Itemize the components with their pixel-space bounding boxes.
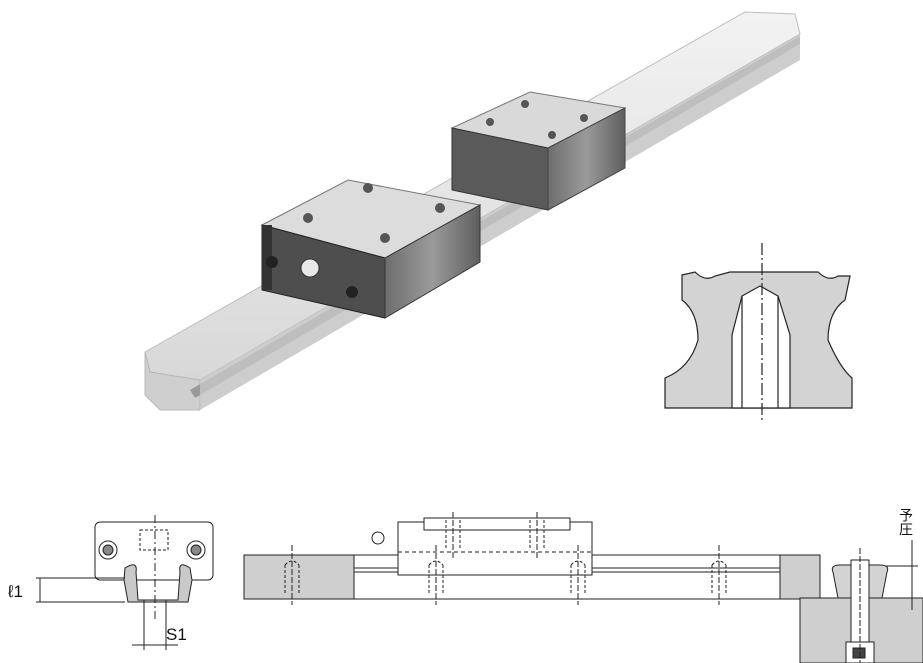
end-cap-screw bbox=[346, 286, 358, 298]
rail-cross-section-detail bbox=[664, 243, 853, 420]
carriage-front bbox=[260, 179, 482, 319]
rail-bolt-hole-hidden bbox=[284, 520, 727, 593]
rail-lower-face bbox=[200, 34, 800, 410]
carriage-side-outline bbox=[397, 521, 593, 576]
carriage-rear-side bbox=[547, 107, 626, 211]
end-seal-screw-left-inner bbox=[102, 544, 114, 556]
carriage-rear-bolt-hole bbox=[486, 118, 494, 126]
bolt-head-socket bbox=[852, 647, 866, 659]
grease-nipple bbox=[300, 258, 320, 278]
carriage-front-view bbox=[36, 515, 214, 650]
bolt-mounting-section bbox=[799, 540, 923, 663]
label-preload: 予圧 bbox=[898, 508, 914, 536]
carriage-front-side bbox=[384, 204, 481, 319]
carriage-rear-bolt-hole bbox=[580, 114, 588, 122]
label-s1: S1 bbox=[166, 625, 187, 644]
rail-body-right-shaded bbox=[779, 554, 821, 600]
carriage-rear-bolt-hole bbox=[521, 100, 529, 108]
end-cap-screw bbox=[266, 256, 278, 268]
rail-side-view bbox=[243, 512, 821, 605]
end-seal-screw-right-inner bbox=[190, 544, 202, 556]
linear-guide-photo bbox=[144, 11, 801, 411]
carriage-front-seal-plate bbox=[262, 225, 272, 290]
grease-fitting bbox=[139, 529, 169, 551]
grease-nipple-side bbox=[371, 531, 385, 545]
carriage-front-bolt-hole bbox=[363, 183, 373, 193]
carriage-front-bolt-hole bbox=[435, 203, 445, 213]
label-l1: ℓ1 bbox=[7, 582, 23, 601]
carriage-rear bbox=[450, 91, 627, 211]
carriage-top-plate bbox=[423, 517, 571, 531]
carriage-front-bolt-hole bbox=[380, 233, 390, 243]
carriage-front-bolt-hole bbox=[303, 213, 313, 223]
carriage-rear-bolt-hole bbox=[548, 131, 556, 139]
rail-section-in-front-view bbox=[123, 564, 193, 603]
